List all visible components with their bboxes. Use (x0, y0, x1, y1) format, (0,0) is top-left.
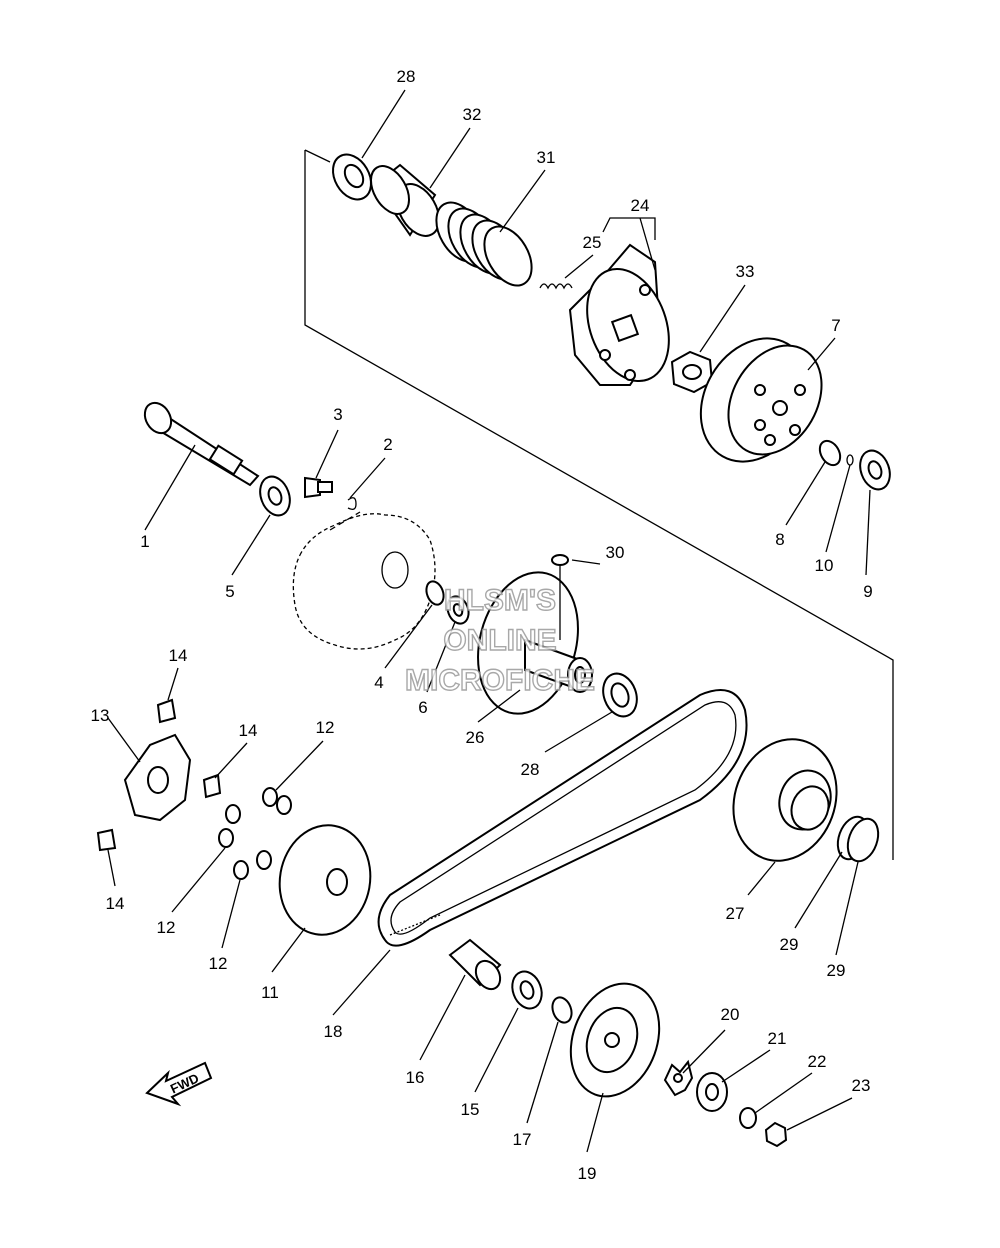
part-15-bearing (511, 970, 543, 1010)
callout-8: 8 (775, 530, 784, 549)
callout-33: 33 (736, 262, 755, 281)
part-5-bearing (259, 475, 291, 517)
callout-31: 31 (537, 148, 556, 167)
callout-1: 1 (140, 532, 149, 551)
part-24-clutch-carrier (568, 243, 670, 386)
part-10-circlip (846, 454, 854, 466)
callout-5: 5 (225, 582, 234, 601)
callout-25: 25 (583, 233, 602, 252)
assembly-outline-tick (304, 149, 331, 163)
part-11-movable-sheave (278, 824, 372, 936)
part-4-washer (425, 580, 445, 606)
part-14-slider-bottom (96, 828, 117, 852)
callout-14-top: 14 (169, 646, 188, 665)
part-14-slider-mid (202, 773, 222, 799)
callout-10: 10 (815, 556, 834, 575)
callout-12-bottom: 12 (209, 954, 228, 973)
part-7-clutch-housing (699, 337, 823, 463)
part-19-fan (569, 982, 661, 1098)
callout-19: 19 (578, 1164, 597, 1183)
part-31-spring (435, 201, 533, 287)
callout-21: 21 (768, 1029, 787, 1048)
part-30-grease-nipple (551, 554, 569, 640)
part-16-collar (448, 938, 502, 991)
callout-28-top: 28 (397, 67, 416, 86)
callout-11: 11 (261, 983, 279, 1002)
callout-15: 15 (461, 1100, 480, 1119)
callout-13: 13 (91, 706, 110, 725)
callout-14-bottom: 14 (106, 894, 125, 913)
callout-27: 27 (726, 904, 745, 923)
callout-9: 9 (863, 582, 872, 601)
part-1-drive-shaft (143, 401, 260, 487)
assembly-outline (304, 150, 894, 860)
watermark-line-3: MICROFICHE (405, 664, 595, 697)
part-23-nut (764, 1121, 788, 1148)
callout-18: 18 (324, 1022, 343, 1041)
callout-23: 23 (852, 1076, 871, 1095)
part-20-star-washer (663, 1059, 694, 1097)
callout-3: 3 (333, 405, 342, 424)
callout-17: 17 (513, 1130, 532, 1149)
watermark-line-1: HLSM'S (444, 584, 556, 617)
part-12-weight-rollers (218, 787, 292, 880)
callout-20: 20 (721, 1005, 740, 1024)
crankcase-cover-reference (292, 511, 436, 650)
part-18-v-belt (377, 689, 748, 947)
callout-26: 26 (466, 728, 485, 747)
part-32-sleeve (370, 163, 440, 237)
part-33-nut (670, 350, 714, 394)
callout-28-lower: 28 (521, 760, 540, 779)
part-22-washer (739, 1107, 757, 1129)
part-6-collar (446, 595, 470, 625)
callout-2: 2 (383, 435, 392, 454)
callout-labels: 28 32 31 24 25 33 7 3 2 1 8 10 30 5 9 14… (91, 67, 873, 1183)
part-27-primary-pulley (732, 738, 838, 862)
part-28-washer-top (332, 153, 372, 201)
callout-12-mid: 12 (157, 918, 176, 937)
part-2-clip (347, 497, 357, 510)
part-3-bolt (304, 476, 333, 499)
callout-6: 6 (418, 698, 427, 717)
callout-16: 16 (406, 1068, 425, 1087)
callout-29-right: 29 (827, 961, 846, 980)
part-9-bearing (859, 449, 891, 491)
watermark-line-2: ONLINE (443, 624, 556, 657)
part-28-seal-lower (602, 672, 638, 718)
leader-lines (107, 89, 871, 1153)
part-25-small-spring (539, 283, 573, 290)
part-13-cam-plate (123, 733, 192, 822)
callout-24: 24 (631, 196, 650, 215)
callout-7: 7 (831, 316, 840, 335)
fwd-label: FWD (168, 1070, 201, 1096)
callout-12-top: 12 (316, 718, 335, 737)
part-8-bearing (818, 439, 842, 467)
callout-32: 32 (463, 105, 482, 124)
callout-14-mid: 14 (239, 721, 258, 740)
callout-30: 30 (606, 543, 625, 562)
callout-29-left: 29 (780, 935, 799, 954)
part-29-o-rings (836, 815, 880, 863)
part-17-washer (551, 996, 573, 1024)
forward-direction-arrow: FWD (145, 1061, 213, 1107)
part-14-slider-top (156, 698, 177, 724)
watermark: HLSM'S ONLINE MICROFICHE (404, 583, 595, 697)
part-21-hub (696, 1072, 728, 1112)
callout-4: 4 (374, 673, 383, 692)
callout-22: 22 (808, 1052, 827, 1071)
part-26-secondary-sheave (477, 571, 593, 715)
